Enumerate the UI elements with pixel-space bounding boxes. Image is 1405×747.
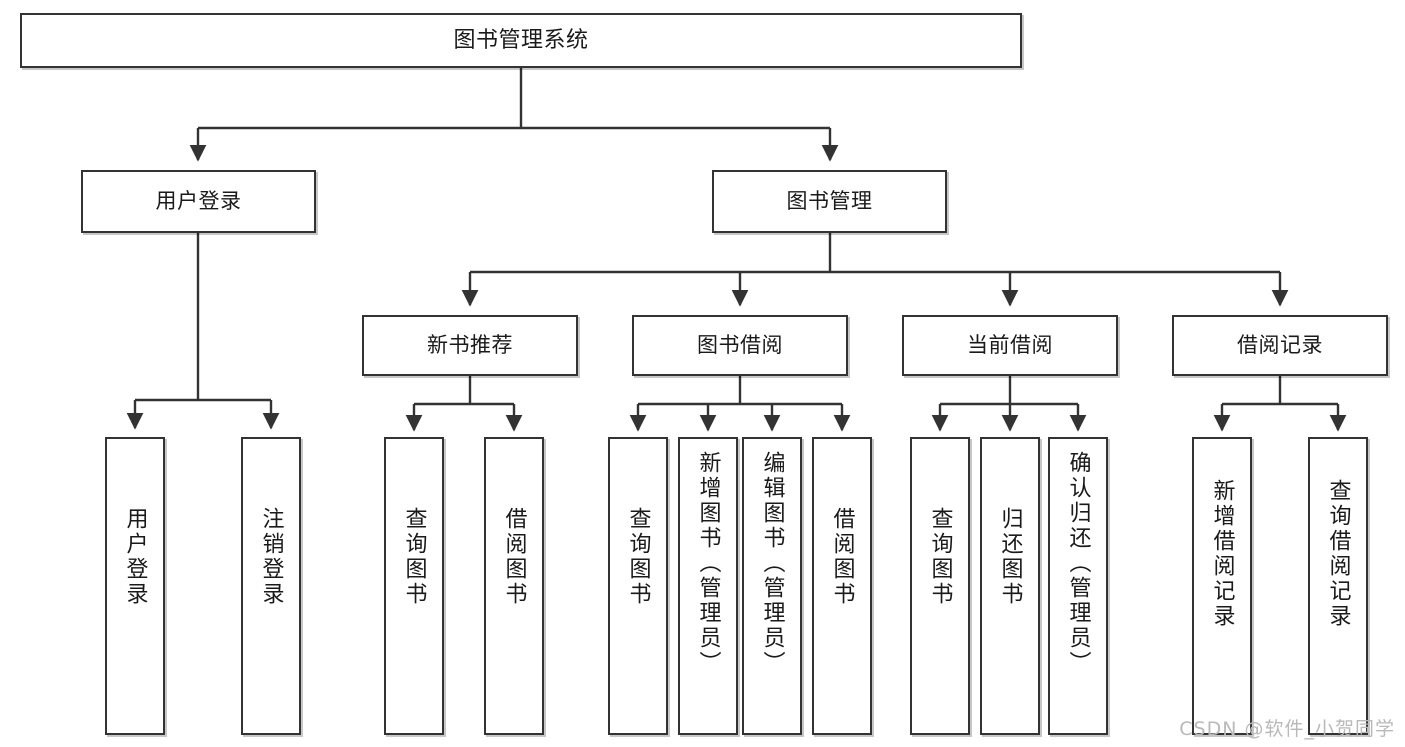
leaf-borrow-borrow-book[interactable]: 借阅图书 xyxy=(812,437,872,735)
node-book-borrow[interactable]: 图书借阅 xyxy=(632,315,848,376)
leaf-current-return-book-label: 归还图书 xyxy=(997,507,1023,607)
leaf-borrow-edit-book-admin[interactable]: 编辑图书（管理员） xyxy=(742,437,802,735)
leaf-borrow-add-book-admin-label: 新增图书（管理员） xyxy=(695,451,721,676)
leaf-current-query-book[interactable]: 查询图书 xyxy=(910,437,970,735)
leaf-user-login-login-label: 用户登录 xyxy=(122,507,148,607)
leaf-record-add-record[interactable]: 新增借阅记录 xyxy=(1192,437,1252,735)
node-book-management[interactable]: 图书管理 xyxy=(712,170,947,233)
leaf-user-login-login[interactable]: 用户登录 xyxy=(105,437,165,735)
node-current-borrow-label: 当前借阅 xyxy=(967,333,1053,358)
leaf-borrow-query-book[interactable]: 查询图书 xyxy=(608,437,668,735)
node-book-management-label: 图书管理 xyxy=(786,189,873,214)
leaf-current-confirm-return-admin[interactable]: 确认归还（管理员） xyxy=(1048,437,1108,735)
leaf-borrow-add-book-admin[interactable]: 新增图书（管理员） xyxy=(678,437,738,735)
leaf-borrow-query-book-label: 查询图书 xyxy=(625,507,651,607)
node-user-login[interactable]: 用户登录 xyxy=(81,170,316,233)
leaf-user-login-logout[interactable]: 注销登录 xyxy=(241,437,301,735)
leaf-user-login-logout-label: 注销登录 xyxy=(258,507,284,607)
node-current-borrow[interactable]: 当前借阅 xyxy=(902,315,1118,376)
leaf-newbook-borrow-book-label: 借阅图书 xyxy=(501,507,527,607)
node-root-label: 图书管理系统 xyxy=(453,27,589,53)
node-new-book-recommend[interactable]: 新书推荐 xyxy=(362,315,578,376)
leaf-newbook-borrow-book[interactable]: 借阅图书 xyxy=(484,437,544,735)
node-book-borrow-label: 图书借阅 xyxy=(697,333,783,358)
leaf-borrow-borrow-book-label: 借阅图书 xyxy=(829,507,855,607)
node-root[interactable]: 图书管理系统 xyxy=(20,13,1022,68)
csdn-watermark: CSDN @软件_小贺同学 xyxy=(1179,718,1395,740)
leaf-borrow-edit-book-admin-label: 编辑图书（管理员） xyxy=(759,451,785,676)
leaf-record-query-record[interactable]: 查询借阅记录 xyxy=(1308,437,1368,735)
leaf-record-add-record-label: 新增借阅记录 xyxy=(1209,479,1235,629)
leaf-record-query-record-label: 查询借阅记录 xyxy=(1325,479,1351,629)
node-borrow-record[interactable]: 借阅记录 xyxy=(1172,315,1388,376)
leaf-newbook-query-book-label: 查询图书 xyxy=(401,507,427,607)
leaf-current-return-book[interactable]: 归还图书 xyxy=(980,437,1040,735)
leaf-current-query-book-label: 查询图书 xyxy=(927,507,953,607)
leaf-current-confirm-return-admin-label: 确认归还（管理员） xyxy=(1065,451,1091,676)
node-user-login-label: 用户登录 xyxy=(155,189,242,214)
node-borrow-record-label: 借阅记录 xyxy=(1237,333,1323,358)
node-new-book-recommend-label: 新书推荐 xyxy=(427,333,513,358)
leaf-newbook-query-book[interactable]: 查询图书 xyxy=(384,437,444,735)
